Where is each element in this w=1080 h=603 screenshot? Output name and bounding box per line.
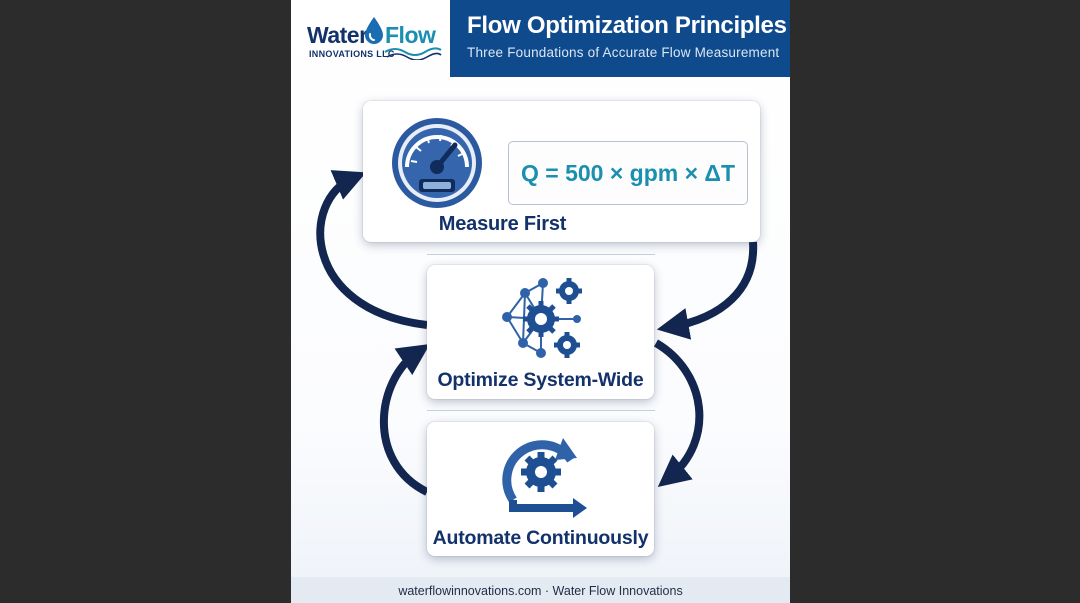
wave-icon	[384, 47, 442, 60]
logo-word-water: Water	[307, 22, 368, 48]
page-subtitle: Three Foundations of Accurate Flow Measu…	[467, 45, 780, 60]
logo-subtitle: INNOVATIONS LLC	[309, 49, 395, 59]
step-card-automate: Automate Continuously	[427, 422, 654, 556]
step-card-optimize: Optimize System-Wide	[427, 265, 654, 399]
infographic-page: Water Flow INNOVATIONS LLC Flow Optimiza…	[291, 0, 790, 603]
divider-top	[427, 254, 655, 255]
arrow-optimize-to-automate	[653, 339, 704, 488]
logo-word-flow: Flow	[385, 22, 436, 48]
company-logo: Water Flow INNOVATIONS LLC	[305, 14, 445, 64]
footer: waterflowinnovations.com · Water Flow In…	[291, 577, 790, 603]
arrow-optimize-to-measure	[316, 170, 428, 329]
flow-formula: Q = 500 × gpm × ΔT	[508, 141, 748, 205]
step-label-measure: Measure First	[438, 213, 567, 235]
step-label-automate: Automate Continuously	[432, 527, 649, 549]
water-drop-icon	[365, 17, 383, 44]
arrow-automate-to-optimize	[380, 343, 430, 496]
arrow-measure-to-optimize	[656, 241, 758, 340]
header-band	[450, 0, 790, 77]
cycle-gear-icon	[502, 438, 587, 518]
network-gears-icon	[502, 278, 582, 358]
page-title: Flow Optimization Principles	[467, 12, 787, 39]
step-card-measure: Measure First Q = 500 × gpm × ΔT	[363, 101, 760, 242]
step-label-optimize: Optimize System-Wide	[437, 369, 644, 391]
cycle-arrows	[316, 170, 758, 496]
divider-bottom	[427, 410, 655, 411]
gauge-icon	[392, 118, 482, 208]
